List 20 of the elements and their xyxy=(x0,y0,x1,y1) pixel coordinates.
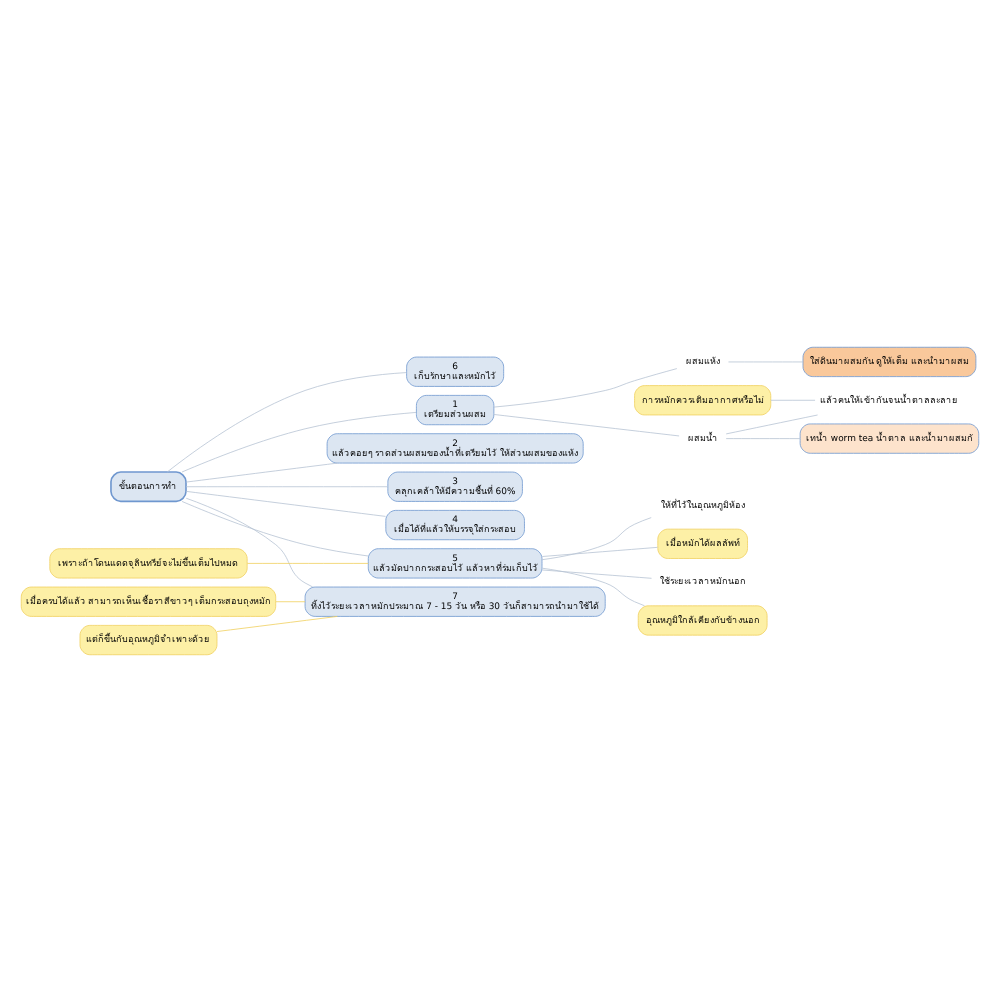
connector xyxy=(216,615,338,631)
connector xyxy=(166,371,407,472)
connector xyxy=(185,485,389,487)
connector xyxy=(728,360,804,362)
connector xyxy=(185,461,338,482)
connector xyxy=(493,367,678,407)
connector xyxy=(185,489,386,516)
connector xyxy=(275,600,306,602)
connector xyxy=(185,496,314,587)
connector xyxy=(246,562,369,563)
connector xyxy=(770,398,816,400)
connector xyxy=(541,516,652,560)
connector xyxy=(181,500,369,556)
connector xyxy=(541,545,658,556)
connector xyxy=(541,566,645,606)
connector xyxy=(725,437,801,439)
connector xyxy=(541,568,652,578)
connector xyxy=(181,411,417,472)
connector xyxy=(725,413,818,434)
connector xyxy=(493,413,680,436)
